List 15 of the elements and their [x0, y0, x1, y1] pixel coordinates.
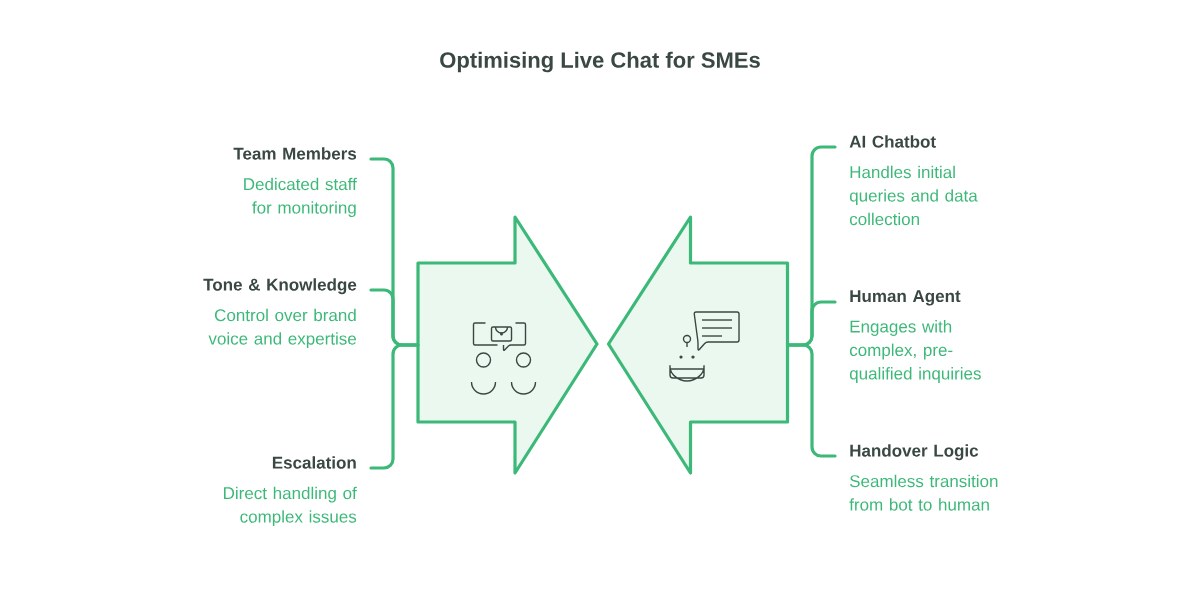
- item-description: Seamless transition from bot to human: [849, 474, 998, 511]
- item-heading: Human Agent: [850, 290, 961, 306]
- item-description: Dedicated staff for monitoring: [244, 177, 357, 218]
- title: Optimising Live Chat for SMEs: [440, 51, 760, 73]
- item-description: Direct handling of complex issues: [224, 486, 357, 527]
- item-heading: Team Members: [233, 147, 357, 160]
- item-heading: AI Chatbot: [849, 135, 936, 148]
- bracket-connector: [786, 343, 837, 458]
- item-description: Control over brand voice and expertise: [208, 308, 356, 349]
- item-heading: Tone & Knowledge: [203, 278, 357, 295]
- item-heading: Escalation: [272, 456, 356, 469]
- item-description: Handles initial queries and data collection: [849, 165, 978, 226]
- item-heading: Handover Logic: [850, 444, 979, 461]
- item-description: Engages with complex, pre-qualified inquiries: [849, 320, 981, 383]
- bracket-connector: [369, 343, 420, 470]
